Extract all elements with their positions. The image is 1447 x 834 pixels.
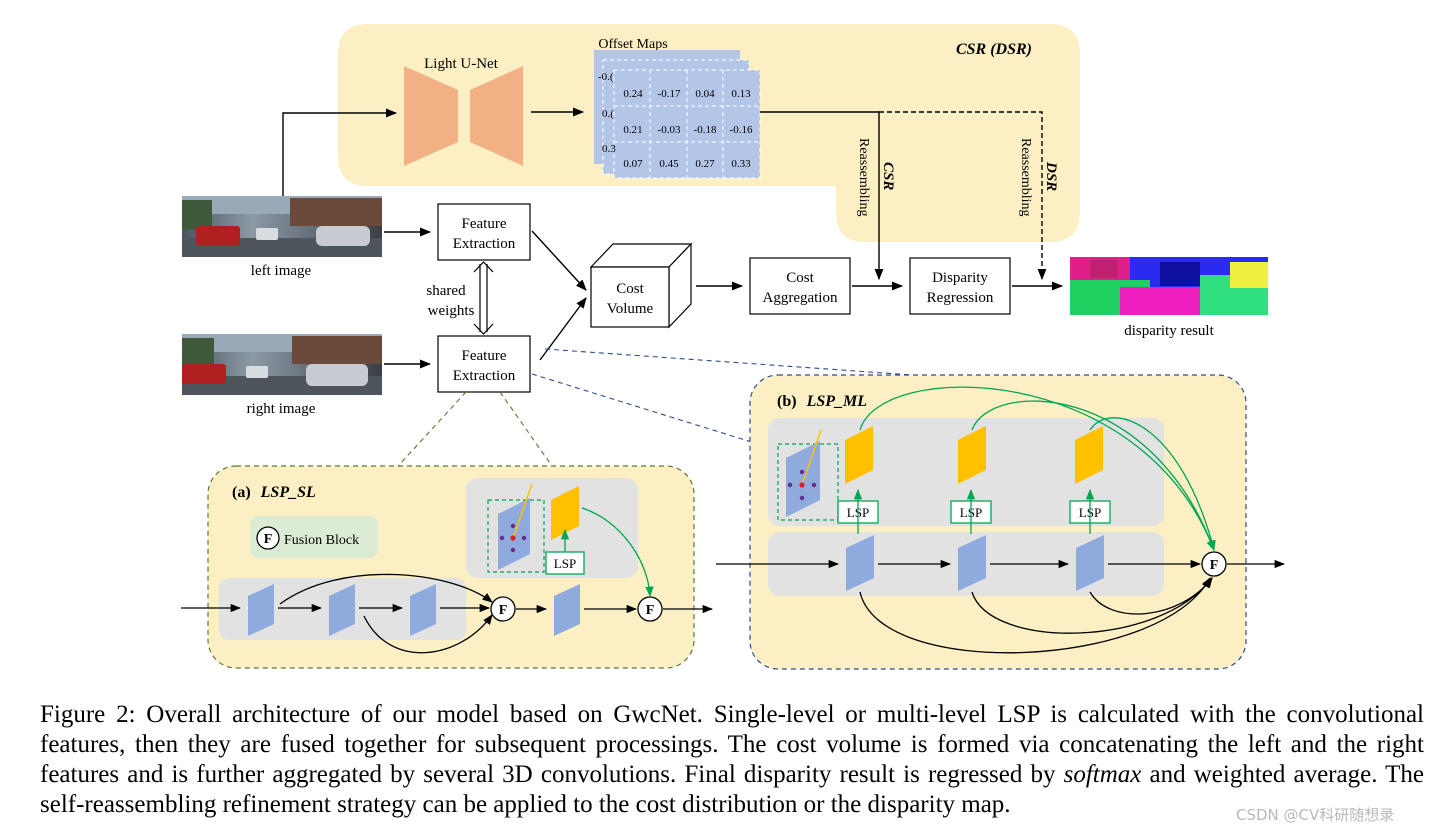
panel-a-title: (a) LSP_SL	[232, 484, 316, 501]
offset-back-peek-1: -0.(	[598, 71, 614, 83]
ml-lsp-output-map-1	[845, 426, 873, 484]
csr-panel-arrows	[282, 107, 1047, 281]
panel-lsp-ml: (b) LSP_ML LSP LSP LSP F	[716, 374, 1286, 670]
unet-encoder	[404, 66, 458, 166]
fusion-legend-icon	[256, 526, 280, 550]
offset-value: -0.18	[694, 124, 717, 136]
ml-feature-map-2	[958, 535, 986, 591]
offset-value: 0.27	[695, 158, 715, 170]
offset-value: 0.13	[731, 88, 751, 100]
panel-b-arrows	[716, 559, 1286, 654]
panel-a-green-arrows	[560, 507, 654, 598]
shared-weights-line2: weights	[428, 303, 475, 319]
fusion-legend-chip	[250, 516, 378, 558]
feature-extraction-top-line1: Feature	[462, 216, 507, 232]
feature-map	[329, 584, 355, 636]
offset-value: 0.24	[623, 88, 643, 100]
offset-value: 0.33	[731, 158, 751, 170]
lsp-box-label: LSP	[554, 556, 576, 571]
cost-aggregation-line2: Aggregation	[763, 290, 838, 306]
panel-b-title: (b) LSP_ML	[777, 393, 867, 410]
offset-back-peek-3: 0.3	[602, 143, 616, 155]
ml-lsp-output-map-2	[958, 426, 986, 484]
csr-reassembling-label: Reassembling	[856, 138, 871, 217]
cost-volume-line2: Volume	[607, 301, 654, 317]
right-image-label: right image	[247, 401, 316, 417]
fusion-node-2-symbol: F	[646, 603, 655, 618]
left-image	[182, 196, 382, 257]
dsr-line	[879, 111, 1047, 281]
panel-b-green-arrows	[853, 386, 1216, 552]
disparity-regression: Disparity Regression	[909, 257, 1011, 315]
ml-feature-map-3	[1076, 535, 1104, 591]
offset-value: -0.17	[658, 88, 681, 100]
feature-extraction-bottom-line1: Feature	[462, 348, 507, 364]
offset-value: -0.03	[658, 124, 681, 136]
ml-sampling-window	[777, 443, 839, 521]
fusion-legend-label: Fusion Block	[284, 533, 359, 548]
sampling-window	[487, 499, 545, 573]
light-unet: Light U-Net	[404, 56, 523, 166]
dsr-label: DSR	[1043, 161, 1059, 191]
feature-map	[554, 584, 580, 636]
fusion-node-1	[490, 596, 516, 622]
left-image-label: left image	[251, 263, 312, 279]
caption-part1: Figure 2: Overall architecture of our mo…	[40, 701, 1424, 788]
ml-lsp-output-map-3	[1075, 426, 1103, 484]
offset-maps-label: Offset Maps	[598, 37, 667, 52]
offset-value: -0.16	[730, 124, 753, 136]
panel-a-name: LSP_SL	[260, 484, 316, 501]
dsr-reassembling-label: Reassembling	[1018, 138, 1033, 217]
disparity-result-image	[1070, 257, 1268, 315]
arrow-feature-top-to-cost	[531, 230, 587, 291]
feature-extraction-bottom: Feature Extraction	[437, 335, 531, 393]
right-image	[182, 334, 382, 395]
panel-b-prefix: (b)	[777, 393, 797, 410]
offset-value: 0.07	[623, 158, 643, 170]
ml-fusion-node-symbol: F	[1210, 558, 1219, 573]
watermark: CSDN @CV科研随想录	[1236, 806, 1395, 824]
feature-map	[410, 584, 436, 636]
unet-decoder	[470, 66, 523, 166]
offset-values: 0.24 -0.17 0.04 0.13 0.21 -0.03 -0.18 -0…	[623, 88, 753, 170]
offset-value: 0.21	[623, 124, 642, 136]
fusion-legend-symbol: F	[264, 532, 273, 547]
caption-part2: and weighted average. The self-reassembl…	[40, 761, 1424, 818]
feature-extraction-top: Feature Extraction	[437, 203, 531, 261]
caption-emphasis: softmax	[1063, 761, 1142, 788]
cost-volume: Cost Volume	[589, 242, 693, 329]
disparity-regression-line1: Disparity	[932, 270, 988, 286]
figure-caption: Figure 2: Overall architecture of our mo…	[40, 700, 1424, 820]
offset-maps: Offset Maps -0.( 0.( 0.3 0.24 -0.17 0.04…	[594, 37, 761, 179]
feature-extraction-bottom-line2: Extraction	[453, 368, 516, 384]
ml-fusion-node	[1201, 551, 1227, 577]
fusion-node-1-symbol: F	[499, 603, 508, 618]
shared-weights-line1: shared	[426, 283, 466, 299]
panel-a-arrows	[181, 573, 714, 654]
cost-volume-line1: Cost	[616, 281, 644, 297]
feature-map	[248, 584, 274, 636]
offset-grid-lines	[614, 70, 760, 178]
callout-lines	[397, 348, 913, 467]
cost-aggregation: Cost Aggregation	[749, 257, 851, 315]
feature-extraction-top-line2: Extraction	[453, 236, 516, 252]
offset-back-peek-2: 0.(	[602, 108, 614, 120]
cost-aggregation-line1: Cost	[786, 270, 814, 286]
panel-b-name: LSP_ML	[806, 393, 868, 410]
ml-feature-map-1	[846, 535, 874, 591]
panel-a-prefix: (a)	[232, 484, 251, 501]
csr-label: CSR	[880, 162, 896, 190]
unet-label: Light U-Net	[424, 56, 499, 72]
shared-weights-double-arrow	[473, 261, 494, 335]
offset-value: 0.04	[695, 88, 715, 100]
csr-panel-title: CSR (DSR)	[956, 41, 1032, 58]
disparity-result-label: disparity result	[1124, 323, 1214, 339]
ml-sampling-feature-map	[786, 441, 820, 517]
panel-lsp-sl: (a) LSP_SL F Fusion Block LSP F F	[181, 465, 714, 669]
disparity-regression-line2: Regression	[927, 290, 994, 306]
offset-value: 0.45	[659, 158, 679, 170]
arrow-left-image-to-unet	[282, 108, 398, 196]
lsp-output-map	[551, 486, 579, 540]
